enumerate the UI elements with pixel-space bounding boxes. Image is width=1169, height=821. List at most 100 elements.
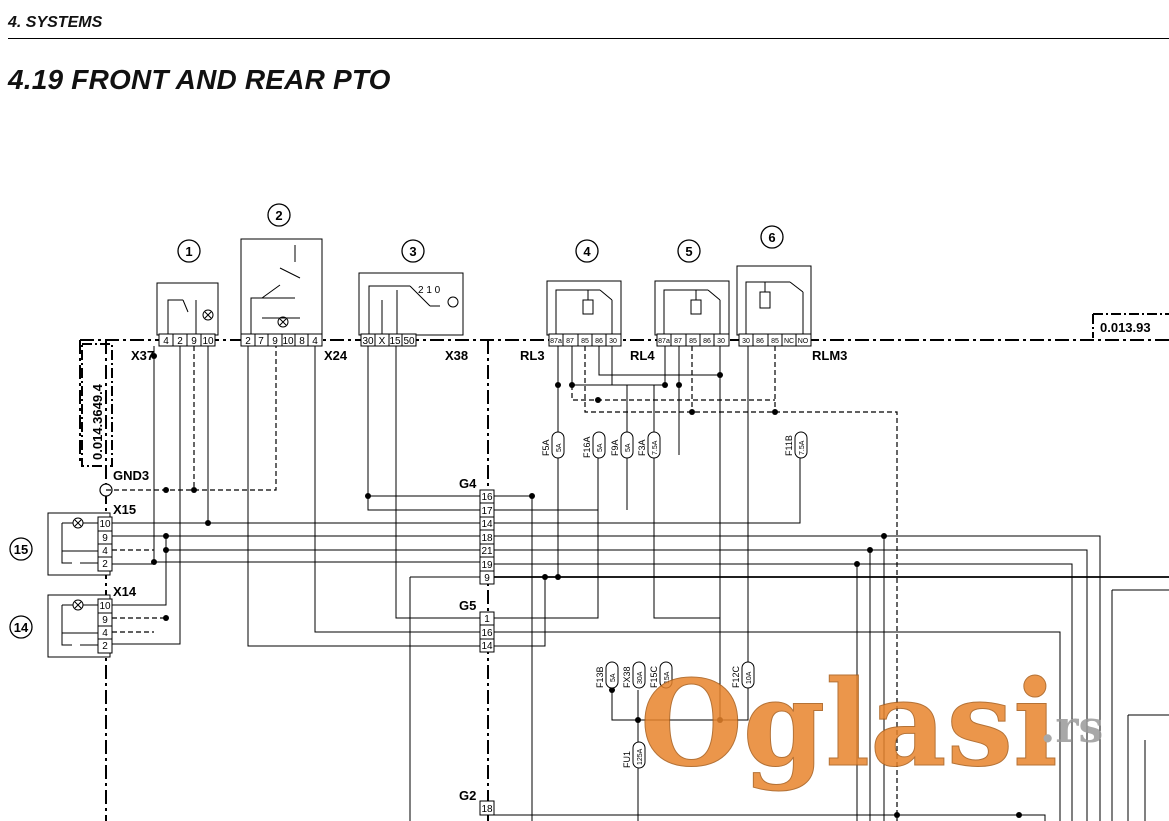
- x38-pin: X: [379, 336, 386, 347]
- fuse-f3a-name: F3A: [637, 439, 647, 456]
- fuse-f3a-symbol: [647, 431, 661, 459]
- key-switch-3-symbol: [368, 285, 440, 335]
- g4-pin: 9: [484, 573, 490, 584]
- wire: [494, 577, 546, 647]
- callout-6-circle: [760, 225, 784, 249]
- fuse-f3a-rating: 7.5A: [652, 440, 659, 455]
- fuse-f9a-symbol: [620, 431, 634, 459]
- fuse-f12c-name: F12C: [731, 665, 741, 688]
- x24-pin: 2: [245, 336, 251, 347]
- wire: [494, 549, 1088, 821]
- callout-14-circle: [9, 615, 33, 639]
- fuse-f12c-symbol: [741, 661, 755, 689]
- rlm3-pin: NO: [798, 338, 809, 345]
- callout-4: 4: [583, 244, 591, 259]
- g4-pin: 17: [481, 506, 493, 517]
- callout-3: 3: [409, 244, 416, 259]
- g4-pin: 16: [481, 492, 493, 503]
- watermark-suffix: .rs: [1040, 702, 1103, 753]
- fuse-f11b-rating: 7.5A: [799, 440, 806, 455]
- header-rule: [8, 38, 1169, 39]
- relay-5-symbol: [663, 289, 721, 335]
- rl4-pin: 30: [717, 338, 725, 345]
- callout-14: 14: [14, 620, 29, 635]
- oglasi-watermark: Oglasi .rs: [640, 654, 1104, 794]
- dashed-wire: [571, 385, 775, 401]
- fuse-f5a-name: F5A: [541, 439, 551, 456]
- wire: [494, 495, 533, 821]
- rlm3-pin: NC: [784, 338, 794, 345]
- x14-pin: 10: [99, 601, 111, 612]
- x37-label: X37: [131, 348, 154, 363]
- g4-pin-strip: [479, 489, 495, 585]
- x15-pin: 4: [102, 546, 108, 557]
- x38-pin: 30: [362, 336, 374, 347]
- callout-2: 2: [275, 208, 282, 223]
- rl4-pin: 87: [674, 338, 682, 345]
- wire: [494, 455, 801, 524]
- rl4-label: RL4: [630, 348, 655, 363]
- x14-pin: 2: [102, 641, 108, 652]
- callout-5: 5: [685, 244, 692, 259]
- fuse-f16a-rating: 5A: [597, 443, 604, 452]
- switch-1-symbol: [167, 299, 197, 335]
- callout-2-circle: [267, 203, 291, 227]
- fuse-fu1-rating: 125A: [637, 748, 644, 765]
- g2-pin: 18: [481, 804, 493, 815]
- wire: [1111, 589, 1169, 821]
- wire: [112, 346, 181, 645]
- wire: [653, 385, 720, 619]
- dashed-wire: [193, 346, 277, 491]
- wire: [247, 346, 480, 647]
- callout-15: 15: [14, 542, 28, 557]
- wire: [480, 814, 1046, 821]
- wire: [494, 631, 1061, 821]
- fuse-f12c-rating: 10A: [746, 671, 753, 684]
- fuse-f9a-rating: 5A: [625, 443, 632, 452]
- wire: [494, 455, 599, 511]
- component-1-box: [156, 282, 219, 336]
- wire: [395, 346, 480, 619]
- rl3-pin: 85: [581, 338, 589, 345]
- watermark-text: Oglasi: [640, 654, 1058, 793]
- fuse-f16a-name: F16A: [582, 436, 592, 458]
- callout-6: 6: [768, 230, 775, 245]
- wire: [494, 535, 1101, 821]
- fuse-f11b-symbol: [794, 431, 808, 459]
- g5-pin: 1: [484, 614, 490, 625]
- callout-4-circle: [575, 239, 599, 263]
- x24-pin: 10: [282, 336, 294, 347]
- relay-4-symbol: [555, 289, 613, 335]
- x14-pin: 9: [102, 615, 108, 626]
- rlm3-pin: 30: [742, 338, 750, 345]
- relay-6-symbol: [745, 281, 804, 335]
- wire: [112, 536, 167, 606]
- gnd3-label: GND3: [113, 468, 149, 483]
- ref-box-left: [81, 343, 113, 467]
- component-2-box: [240, 238, 323, 336]
- wire: [314, 346, 480, 633]
- section-header: 4. SYSTEMS: [8, 14, 103, 31]
- page-title: 4.19 FRONT AND REAR PTO: [8, 64, 391, 95]
- component-4-box: [546, 280, 622, 336]
- ref-left-label: 0.014.3649.4: [90, 383, 105, 460]
- rlm3-label: RLM3: [812, 348, 847, 363]
- fuse-f11b-name: F11B: [784, 435, 794, 456]
- fuse-f13b-name: F13B: [595, 666, 605, 688]
- x37-pin: 10: [202, 336, 214, 347]
- rl3-pin: 30: [609, 338, 617, 345]
- wire: [367, 346, 480, 511]
- fuse-fu1-symbol: [632, 741, 646, 769]
- x14-label: X14: [113, 584, 137, 599]
- x24-pin: 9: [272, 336, 278, 347]
- callout-1: 1: [185, 244, 192, 259]
- rl4-pin: 85: [689, 338, 697, 345]
- lamp-1-symbol: [202, 309, 214, 321]
- component-6-box: [736, 265, 812, 336]
- ref-box-right: [1092, 313, 1169, 338]
- ref-right-label: 0.013.93: [1100, 320, 1151, 335]
- fuse-fu1-name: FU1: [622, 751, 632, 768]
- wire: [494, 455, 599, 619]
- rl3-pin: 86: [595, 338, 603, 345]
